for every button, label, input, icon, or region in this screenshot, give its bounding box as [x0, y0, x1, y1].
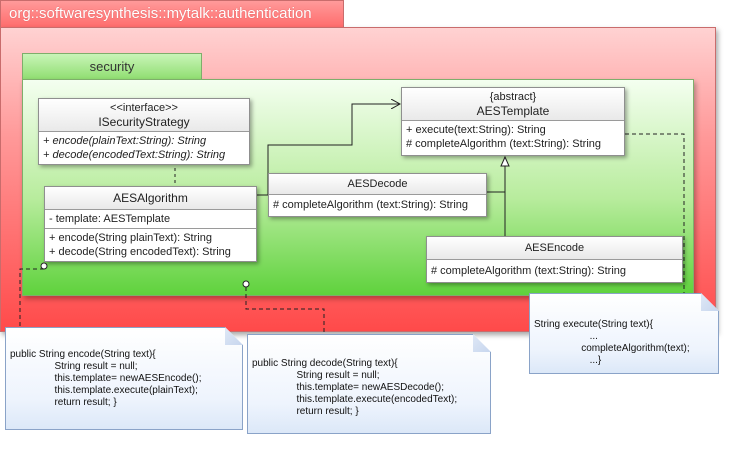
note-encode-body: public String encode(String text){ Strin…: [5, 327, 243, 430]
method-complete-algorithm: # completeAlgorithm (text:String): Strin…: [431, 265, 627, 277]
note-fold-icon: [473, 334, 491, 352]
stereotype-abstract: {abstract}: [489, 91, 537, 103]
note-fold-icon: [225, 327, 243, 345]
note-decode-body: public String decode(String text){ Strin…: [247, 334, 491, 434]
stereotype-interface: <<interface>>: [110, 102, 178, 114]
class-name: AESDecode: [347, 178, 408, 190]
note-execute-body: String execute(String text){ ... complet…: [529, 293, 719, 374]
class-name: ISecurityStrategy: [98, 115, 190, 129]
note-fold-icon: [701, 293, 719, 311]
class-aesalgorithm[interactable]: AESAlgorithm - template: AESTemplate + e…: [44, 186, 257, 262]
class-name: AESTemplate: [476, 104, 550, 118]
method-encode: + encode(String plainText): String: [49, 232, 212, 244]
method-decode: + decode(String encodedText): String: [49, 246, 231, 258]
note-encode[interactable]: public String encode(String text){ Strin…: [5, 327, 243, 430]
class-aestemplate[interactable]: {abstract} AESTemplate + execute(text:St…: [401, 87, 625, 156]
class-isecuritystrategy[interactable]: <<interface>> ISecurityStrategy + encode…: [38, 98, 250, 165]
method-complete-algorithm: # completeAlgorithm (text:String): Strin…: [273, 199, 469, 211]
method-decode: + decode(encodedText:String): String: [43, 149, 226, 161]
method-encode: + encode(plainText:String): String: [43, 135, 207, 147]
class-aesencode[interactable]: AESEncode # completeAlgorithm (text:Stri…: [426, 236, 683, 283]
method-complete-algorithm: # completeAlgorithm (text:String): Strin…: [406, 138, 602, 150]
package-tab-authentication[interactable]: org::softwaresynthesis::mytalk::authenti…: [0, 0, 344, 28]
attribute-template: - template: AESTemplate: [49, 213, 171, 225]
package-name-authentication: org::softwaresynthesis::mytalk::authenti…: [9, 5, 312, 22]
note-execute[interactable]: String execute(String text){ ... complet…: [529, 293, 719, 374]
package-name-security: security: [89, 59, 135, 74]
class-name: AESEncode: [524, 242, 585, 254]
class-aesdecode[interactable]: AESDecode # completeAlgorithm (text:Stri…: [268, 173, 487, 217]
package-tab-security[interactable]: security: [22, 53, 202, 80]
note-decode[interactable]: public String decode(String text){ Strin…: [247, 334, 491, 434]
class-name: AESAlgorithm: [113, 191, 188, 205]
method-execute: + execute(text:String): String: [406, 124, 546, 136]
